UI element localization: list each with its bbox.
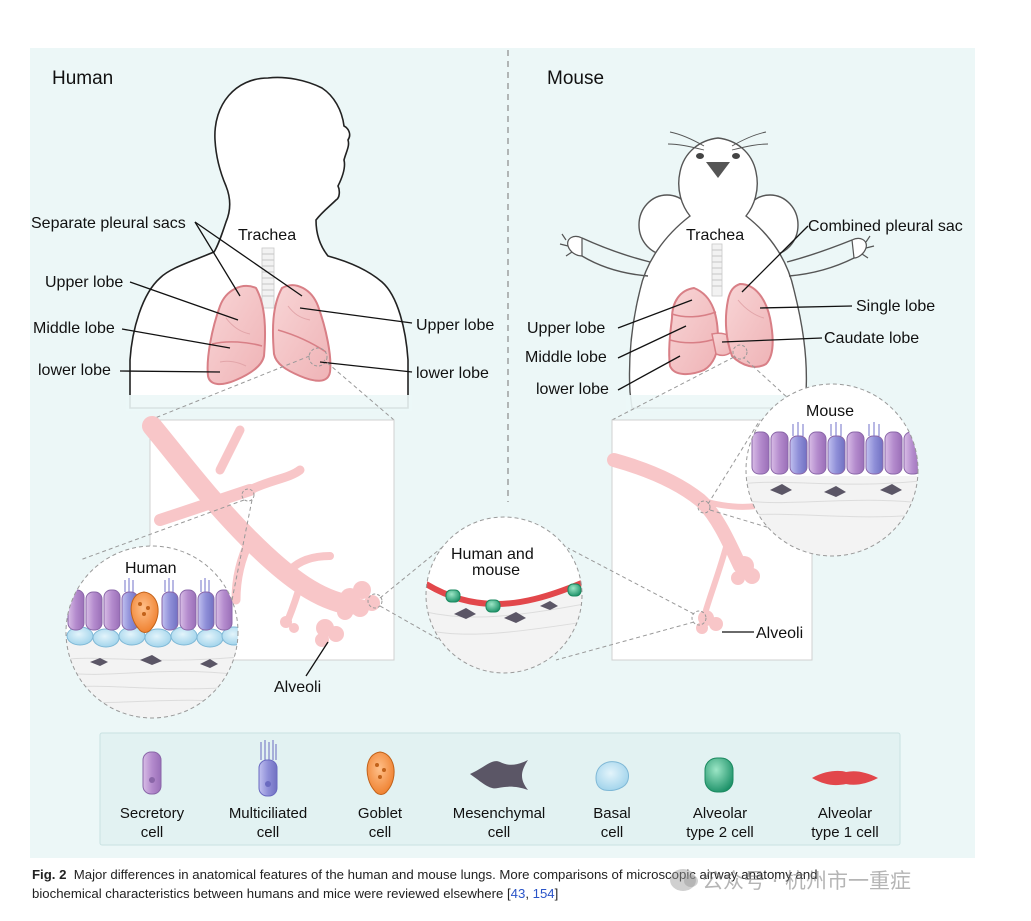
caption-ref-1[interactable]: 43 xyxy=(510,886,526,901)
both-circle-title-line1: Human and xyxy=(451,546,534,563)
legend-labels: Secretory cell Multiciliated cell Goblet… xyxy=(120,805,879,841)
human-silhouette xyxy=(129,76,409,409)
legend-label-mesenchymal-2: cell xyxy=(488,824,511,841)
mouse-middle-label: Middle lobe xyxy=(525,349,607,366)
human-alveoli-label: Alveoli xyxy=(274,679,321,696)
mouse-bronchus-spot xyxy=(697,500,711,514)
caption-label: Fig. 2 xyxy=(32,867,67,882)
watermark-text: 公众号 · 杭州市一重症 xyxy=(702,869,912,893)
caption-sep: , xyxy=(525,886,533,901)
mouse-circle-line-a xyxy=(707,419,761,505)
human-alveoli-spot xyxy=(367,593,383,609)
mouse-alveoli-spot xyxy=(691,610,707,626)
mouse-head-details xyxy=(667,131,769,178)
mouse-upper-label: Upper lobe xyxy=(527,320,605,337)
human-middle-lobe-label: Middle lobe xyxy=(33,320,115,337)
legend-label-goblet-2: cell xyxy=(369,824,392,841)
both-line-right-bottom xyxy=(555,621,695,661)
mouse-zoom-spot xyxy=(732,344,748,360)
both-alveolus-circle: Human and mouse xyxy=(425,516,583,674)
human-epithelium-circle: Human xyxy=(65,545,239,719)
legend-mesenchymal-icon xyxy=(470,760,528,790)
mouse-paws xyxy=(559,233,875,259)
legend-label-type2-1: Alveolar xyxy=(693,805,747,822)
mouse-zoom-line-left xyxy=(611,355,737,421)
human-zoom-spot xyxy=(308,347,328,367)
human-body-fade xyxy=(126,395,412,411)
human-alveoli-clusters xyxy=(280,581,380,647)
legend-secretory-icon xyxy=(142,751,162,795)
mouse-epithelium-circle: Mouse xyxy=(745,383,919,557)
mouse-caudate-label: Caudate lobe xyxy=(824,330,919,347)
mouse-lung-left xyxy=(724,282,774,368)
human-zoom-line-right xyxy=(323,359,395,421)
both-line-left-top xyxy=(379,535,457,599)
figure-caption: Fig. 2 Major differences in anatomical f… xyxy=(32,865,872,903)
mouse-body-fade xyxy=(626,395,810,411)
mouse-single-label: Single lobe xyxy=(856,298,935,315)
human-trachea-label: Trachea xyxy=(238,227,296,244)
legend-label-basal-1: Basal xyxy=(593,805,631,822)
human-upper-lobe-left-label: Upper lobe xyxy=(45,274,123,291)
wechat-icon xyxy=(670,869,698,891)
legend-box xyxy=(99,732,901,846)
both-line-left-bottom xyxy=(379,605,441,641)
mouse-trachea xyxy=(711,243,723,297)
human-alveoli-leader xyxy=(305,641,329,677)
human-lower-lobe-left-label: lower lobe xyxy=(38,362,111,379)
mouse-title: Mouse xyxy=(547,68,604,89)
mouse-circle-line-b xyxy=(709,509,771,529)
legend-label-secretory-2: cell xyxy=(141,824,164,841)
legend-type2-icon xyxy=(704,757,734,793)
legend-goblet-icon xyxy=(366,751,395,795)
mouse-trachea-label: Trachea xyxy=(686,227,744,244)
human-circle-title: Human xyxy=(125,560,177,577)
legend-label-type2-2: type 2 cell xyxy=(686,824,754,841)
legend-label-type1-2: type 1 cell xyxy=(811,824,879,841)
human-lower-lobe-right-label: lower lobe xyxy=(416,365,489,382)
legend-label-multiciliated-1: Multiciliated xyxy=(229,805,307,822)
mouse-lower-label: lower lobe xyxy=(536,381,609,398)
human-pleural-label: Separate pleural sacs xyxy=(31,215,186,232)
caption-ref-2[interactable]: 154 xyxy=(532,886,555,901)
both-line-right-top xyxy=(567,547,695,615)
legend-basal-icon xyxy=(595,761,629,791)
caption-end: ] xyxy=(554,886,559,901)
watermark: 公众号 · 杭州市一重症 xyxy=(670,865,911,895)
legend-label-basal-2: cell xyxy=(601,824,624,841)
human-circle-line-b xyxy=(231,499,253,601)
human-bronchus-spot xyxy=(241,488,255,502)
legend-multiciliated-icon xyxy=(258,740,278,797)
mouse-airway-tree xyxy=(607,453,759,613)
both-circle-title-line2: mouse xyxy=(472,562,520,579)
legend-label-mesenchymal-1: Mesenchymal xyxy=(453,805,546,822)
mouse-combined-label: Combined pleural sac xyxy=(808,218,963,235)
human-lung-left xyxy=(206,285,267,386)
legend-label-type1-1: Alveolar xyxy=(818,805,872,822)
mouse-circle-title: Mouse xyxy=(806,403,854,420)
legend-label-secretory-1: Secretory xyxy=(120,805,185,822)
mouse-alveoli-label: Alveoli xyxy=(756,625,803,642)
legend-label-goblet-1: Goblet xyxy=(358,805,403,822)
legend-type1-icon xyxy=(812,770,878,786)
caption-text: Major differences in anatomical features… xyxy=(32,867,818,901)
human-title: Human xyxy=(52,68,113,89)
human-trachea xyxy=(261,247,275,309)
legend-label-multiciliated-2: cell xyxy=(257,824,280,841)
human-zoom-line-left xyxy=(149,354,313,421)
human-leader-lines xyxy=(119,221,413,373)
human-airway-tree xyxy=(142,416,360,624)
mouse-leader-lines xyxy=(617,225,853,391)
human-circle-line-a xyxy=(79,499,245,561)
human-upper-lobe-right-label: Upper lobe xyxy=(416,317,494,334)
